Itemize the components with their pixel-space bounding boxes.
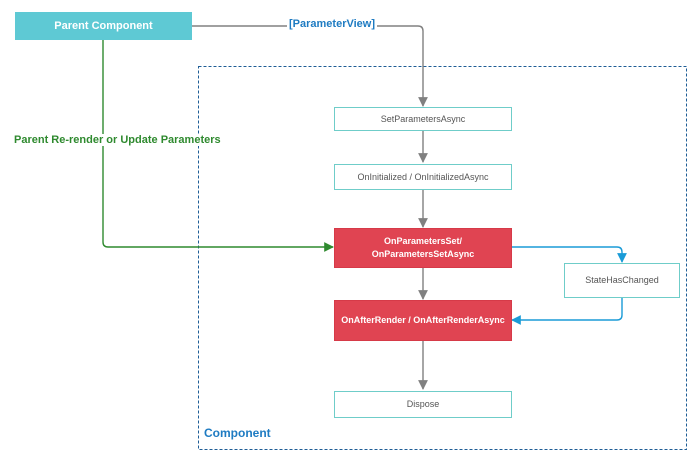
set-parameters-async-node: SetParametersAsync	[334, 107, 512, 131]
parent-rerender-label: Parent Re-render or Update Parameters	[12, 134, 223, 146]
component-container-label: Component	[204, 426, 271, 440]
state-changed-to-after-render-edge	[511, 297, 623, 325]
parameter-view-edge	[192, 25, 428, 107]
parent-rerender-edge	[102, 40, 334, 252]
on-after-render-node: OnAfterRender / OnAfterRenderAsync	[334, 300, 512, 341]
on-parameters-set-node: OnParametersSet/ OnParametersSetAsync	[334, 228, 512, 268]
component-container-border	[198, 66, 687, 450]
state-has-changed-node: StateHasChanged	[564, 263, 680, 298]
parent-component-node: Parent Component	[15, 12, 192, 40]
params-set-to-state-changed-edge	[511, 246, 627, 263]
on-initialized-node: OnInitialized / OnInitializedAsync	[334, 164, 512, 190]
parameter-view-label: [ParameterView]	[287, 18, 378, 30]
dispose-node: Dispose	[334, 391, 512, 418]
